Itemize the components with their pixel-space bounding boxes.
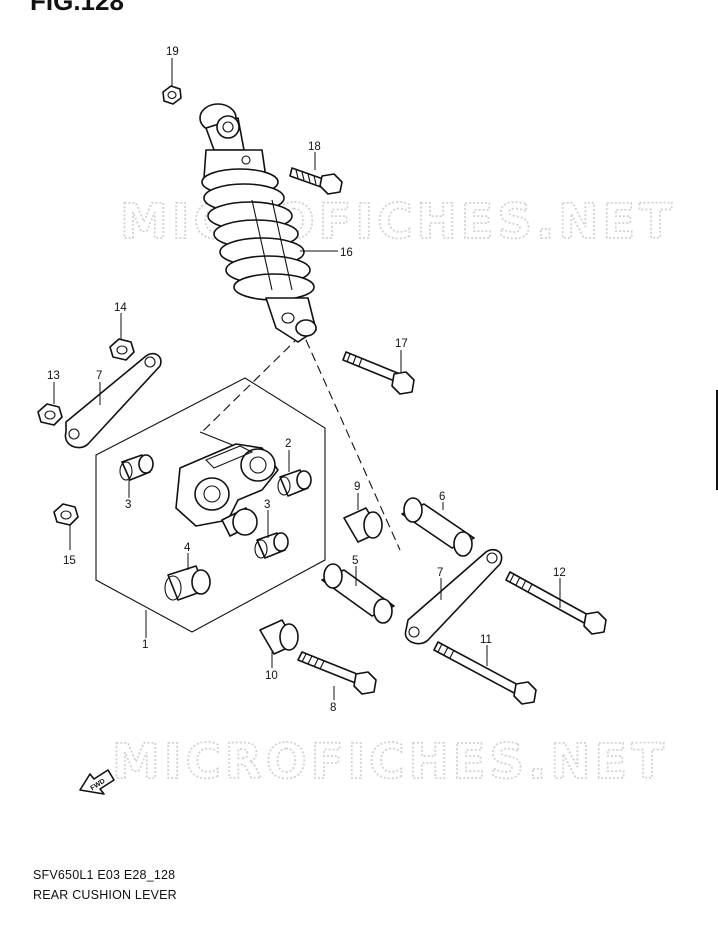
part-8-bolt[interactable] <box>297 651 377 695</box>
alignment-line-shock-to-link <box>305 339 401 551</box>
callout-3-right: 3 <box>264 499 270 511</box>
part-3-bearing-right[interactable] <box>254 532 289 559</box>
leader-lines <box>53 58 561 700</box>
part-6-collar[interactable] <box>401 497 475 557</box>
figure-title: FIG.128 <box>30 0 124 16</box>
cushion-lever-body[interactable] <box>175 443 279 527</box>
part-14-nut[interactable] <box>109 338 135 361</box>
part-11-bolt[interactable] <box>433 641 537 705</box>
part-12-bolt[interactable] <box>505 571 607 635</box>
callout-2: 2 <box>285 438 291 450</box>
part-10-collar[interactable] <box>259 619 299 655</box>
part-4-bearing[interactable] <box>164 565 211 601</box>
lever-assembly-outline <box>95 377 326 633</box>
callout-1: 1 <box>142 639 148 651</box>
callout-19: 19 <box>166 46 179 58</box>
part-19-nut[interactable] <box>162 85 182 105</box>
part-2-bearing[interactable] <box>277 469 312 497</box>
lever-spacer <box>221 507 258 537</box>
figure-description: REAR CUSHION LEVER <box>33 888 177 902</box>
watermark-bottom: MICROFICHES.NET <box>112 734 668 790</box>
part-16-shock-absorber[interactable] <box>199 103 317 343</box>
callout-5: 5 <box>352 555 358 567</box>
part-7-link-upper[interactable] <box>64 352 162 449</box>
callout-8: 8 <box>330 702 336 714</box>
callout-15: 15 <box>63 555 76 567</box>
watermark-top: MICROFICHES.NET <box>120 194 676 250</box>
callout-7-upper: 7 <box>96 370 102 382</box>
part-13-nut[interactable] <box>37 403 63 426</box>
edge-mark <box>716 390 718 490</box>
callout-13: 13 <box>47 370 60 382</box>
part-17-bolt[interactable] <box>342 351 415 395</box>
callout-4: 4 <box>184 542 191 554</box>
alignment-line-shock-to-lever <box>201 335 301 433</box>
callout-14: 14 <box>114 302 127 314</box>
part-9-collar[interactable] <box>343 507 383 543</box>
part-3-bearing-upper[interactable] <box>119 454 154 481</box>
callout-6: 6 <box>439 491 445 503</box>
callout-12: 12 <box>553 567 566 579</box>
callout-10: 10 <box>265 670 278 682</box>
figure-code: SFV650L1 E03 E28_128 <box>33 868 176 882</box>
fwd-arrow-icon: FWD <box>79 769 115 795</box>
callout-16: 16 <box>340 247 353 259</box>
callout-17: 17 <box>395 338 408 350</box>
callout-9: 9 <box>354 481 360 493</box>
part-5-collar[interactable] <box>321 563 395 624</box>
callout-11: 11 <box>480 634 492 646</box>
part-7-link-lower[interactable] <box>404 548 503 645</box>
part-15-nut[interactable] <box>53 503 79 526</box>
callout-labels: 19 18 16 17 14 13 7 2 3 9 6 3 15 4 5 7 1… <box>47 46 566 714</box>
part-18-bolt[interactable] <box>289 167 343 195</box>
callout-18: 18 <box>308 141 321 153</box>
callout-3-upper: 3 <box>125 499 131 511</box>
callout-7-lower: 7 <box>437 567 443 579</box>
